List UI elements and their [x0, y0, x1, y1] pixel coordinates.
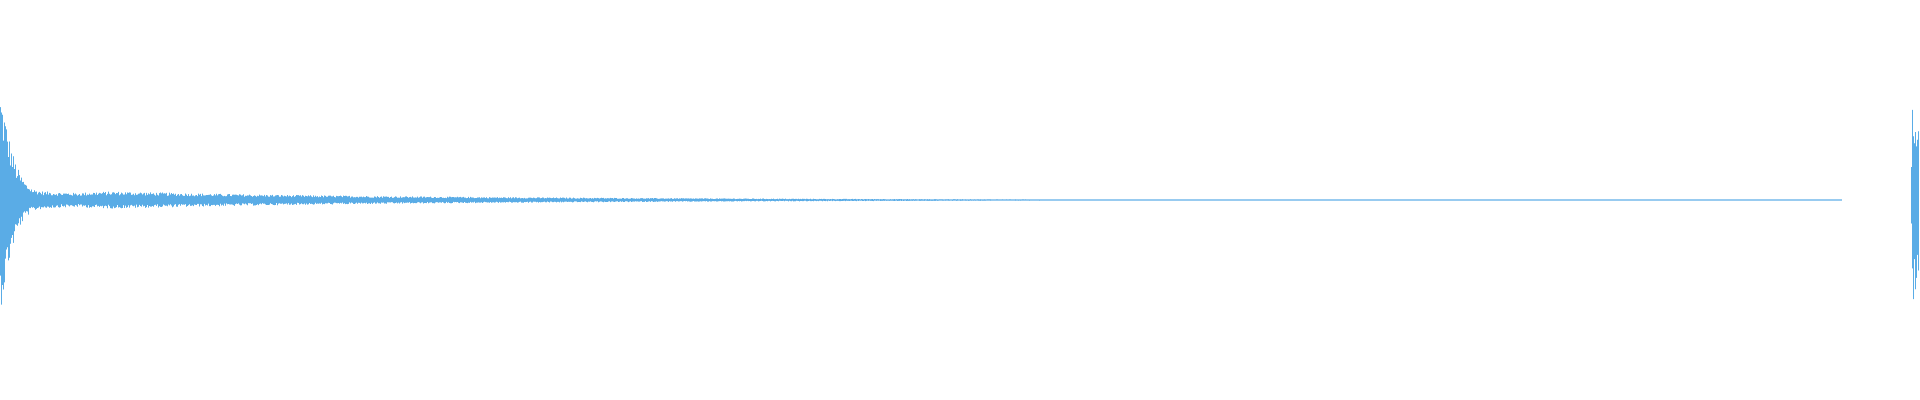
waveform-trace — [0, 107, 1919, 305]
waveform-series — [0, 107, 1919, 305]
